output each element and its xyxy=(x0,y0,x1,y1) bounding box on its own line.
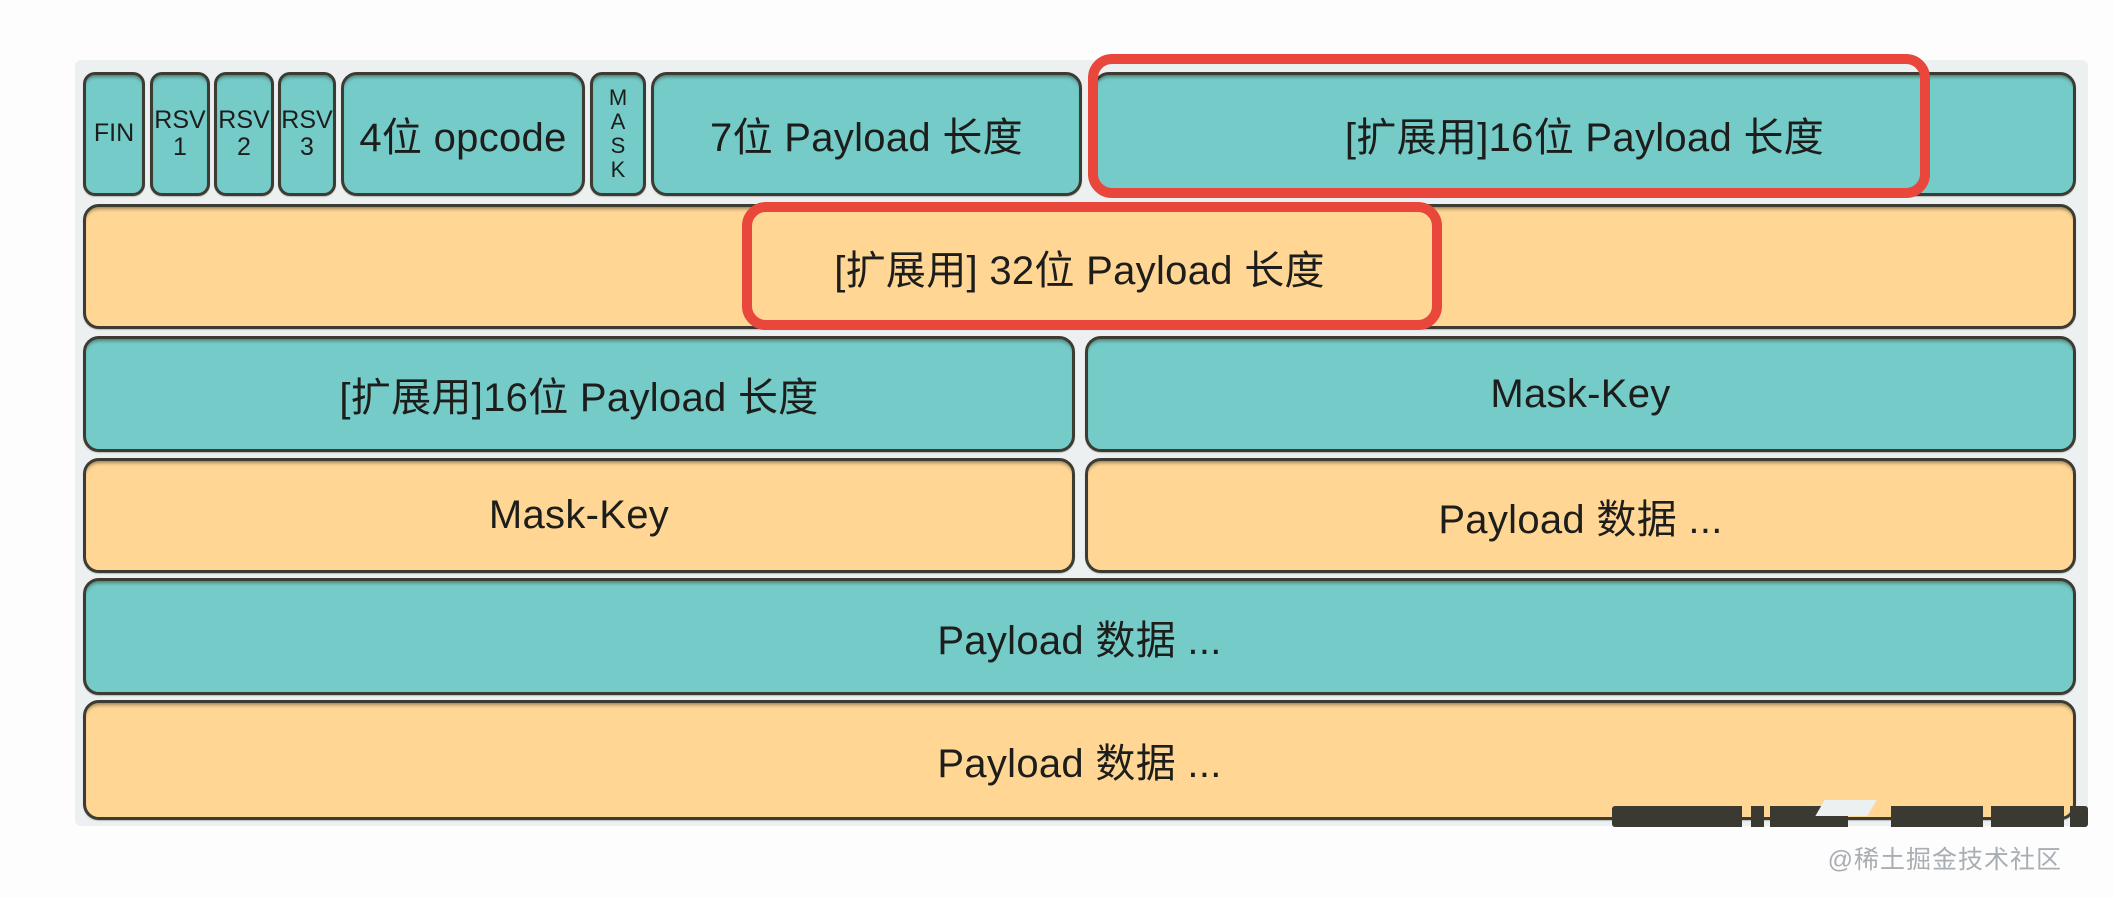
cell-ext-payload-len-16bit-row3-label: [扩展用]16位 Payload 长度 xyxy=(339,376,819,420)
cell-fin-label: FIN xyxy=(93,119,135,148)
cell-ext-payload-len-16bit-row1-label: [扩展用]16位 Payload 长度 xyxy=(1344,116,1825,160)
highlight-box-ext-16bit xyxy=(1088,54,1930,198)
cell-payload-data-row6: Payload 数据 ... xyxy=(83,700,2076,820)
cell-mask-key-row3-label: Mask-Key xyxy=(1490,371,1671,416)
cell-mask-key-row4: Mask-Key xyxy=(83,458,1075,573)
highlight-box-ext-32bit xyxy=(742,202,1442,330)
cell-ext-payload-len-32bit-label: [扩展用] 32位 Payload 长度 xyxy=(834,248,1325,293)
cell-payload-data-row6-label: Payload 数据 ... xyxy=(937,742,1222,786)
cell-rsv1: RSV 1 xyxy=(150,72,210,196)
cell-opcode: 4位 opcode xyxy=(341,72,585,196)
cell-mask-key-row3: Mask-Key xyxy=(1085,336,2076,452)
clipped-caption-artifact xyxy=(1612,806,2088,827)
cell-payload-data-row4: Payload 数据 ... xyxy=(1085,458,2076,573)
cell-payload-data-row4-label: Payload 数据 ... xyxy=(1438,497,1723,542)
clipped-caption-artifact-gap xyxy=(1815,800,1877,816)
cell-ext-payload-len-16bit-row3: [扩展用]16位 Payload 长度 xyxy=(83,336,1075,452)
cell-rsv3-label: RSV 3 xyxy=(281,105,333,161)
cell-rsv2: RSV 2 xyxy=(214,72,274,196)
cell-payload-len-7bit: 7位 Payload 长度 xyxy=(651,72,1082,196)
cell-payload-data-row5-label: Payload 数据 ... xyxy=(937,618,1222,663)
cell-fin: FIN xyxy=(83,72,145,196)
cell-rsv1-label: RSV 1 xyxy=(154,105,206,161)
cell-rsv3: RSV 3 xyxy=(278,72,336,196)
cell-payload-data-row5: Payload 数据 ... xyxy=(83,578,2076,695)
watermark-text: @稀土掘金技术社区 xyxy=(1827,846,2062,874)
cell-payload-len-7bit-label: 7位 Payload 长度 xyxy=(710,116,1023,160)
cell-opcode-label: 4位 opcode xyxy=(359,116,567,160)
cell-mask-label: MASK xyxy=(608,85,628,182)
cell-mask-key-row4-label: Mask-Key xyxy=(488,493,670,537)
cell-mask: MASK xyxy=(590,72,646,196)
cell-rsv2-label: RSV 2 xyxy=(218,105,270,161)
